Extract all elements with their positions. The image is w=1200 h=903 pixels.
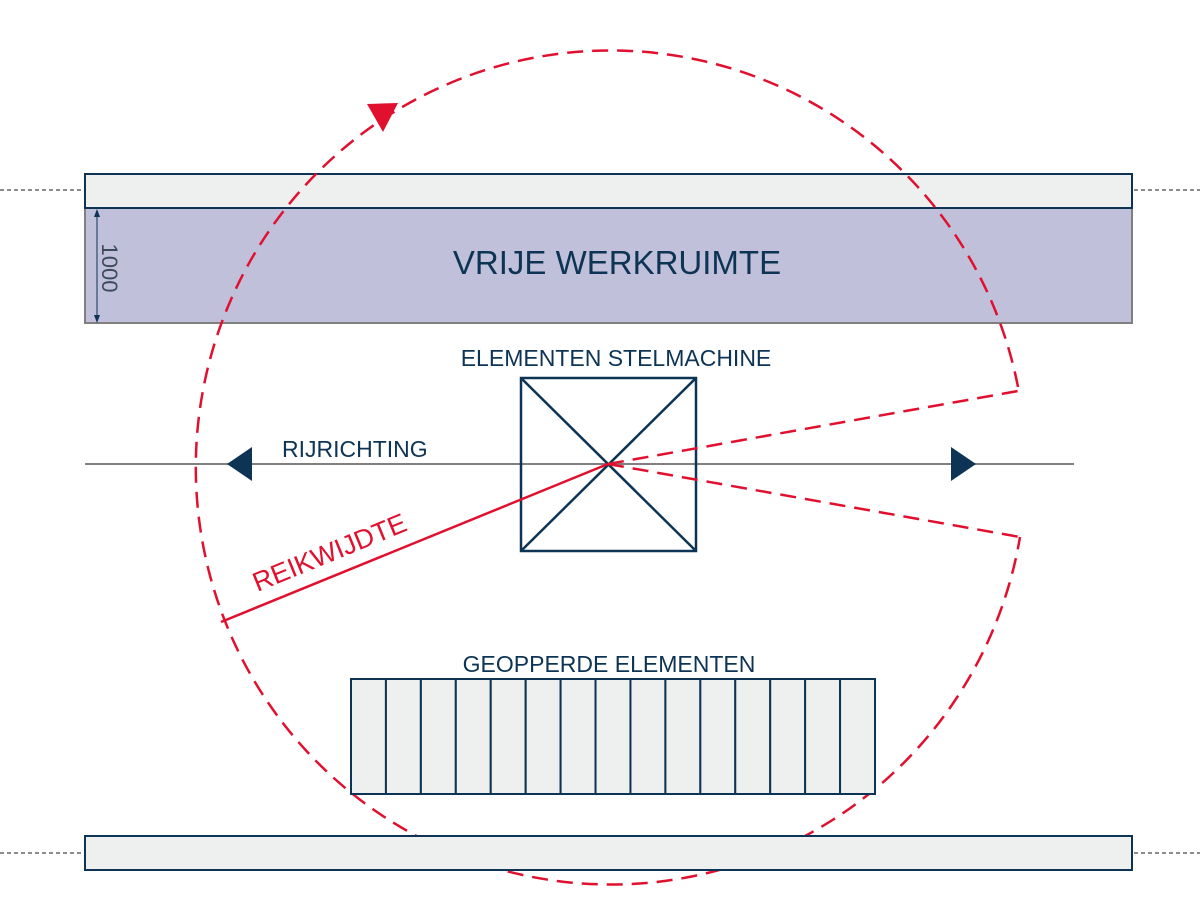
machine-label: ELEMENTEN STELMACHINE [461, 345, 772, 371]
stacked-element [559, 678, 597, 795]
stacked-element [489, 678, 527, 795]
reach-wedge-upper [607, 389, 1019, 466]
stacked-elements-label: GEOPPERDE ELEMENTEN [463, 651, 756, 677]
reach-radius-line [220, 462, 609, 624]
stacked-element [524, 678, 562, 795]
reach-wedge-lower [607, 462, 1021, 539]
stacked-element [839, 678, 877, 795]
stacked-element [419, 678, 457, 795]
stacked-element [384, 678, 422, 795]
stacked-element [699, 678, 737, 795]
dimension-label: 1000 [97, 244, 122, 293]
stacked-element [350, 678, 387, 795]
stacked-elements [350, 678, 877, 795]
top-bar [84, 173, 1133, 209]
bottom-bar [84, 835, 1133, 871]
rotation-arrow-icon [367, 103, 398, 132]
stacked-element [594, 678, 632, 795]
reach-label: REIKWIJDTE [248, 508, 411, 598]
stacked-element [769, 678, 807, 795]
stacked-element [804, 678, 842, 795]
right-arrow-icon [951, 447, 976, 481]
direction-label: RIJRICHTING [282, 436, 428, 462]
dimension-arrow [94, 209, 100, 323]
stacked-element [664, 678, 702, 795]
left-arrow-icon [227, 447, 252, 481]
stacked-element [629, 678, 667, 795]
stacked-element [454, 678, 492, 795]
stacked-element [734, 678, 772, 795]
free-workspace-label: VRIJE WERKRUIMTE [453, 244, 781, 281]
